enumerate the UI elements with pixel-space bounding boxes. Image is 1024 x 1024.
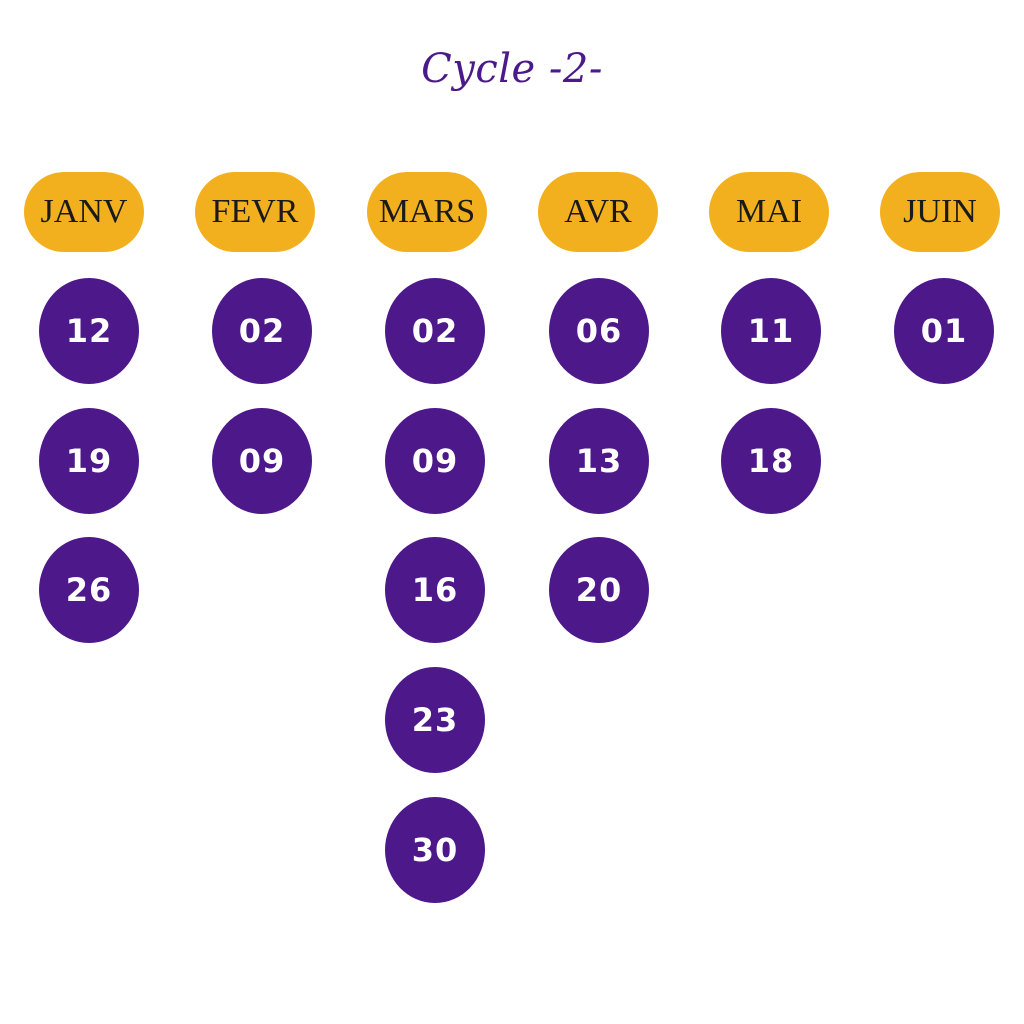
month-label-janv: JANV xyxy=(24,172,144,252)
day-badge: 13 xyxy=(549,408,649,514)
day-badge: 09 xyxy=(212,408,312,514)
day-badge: 09 xyxy=(385,408,485,514)
day-badge: 20 xyxy=(549,537,649,643)
month-label-juin: JUIN xyxy=(880,172,1000,252)
page-title: Cycle -2- xyxy=(421,46,603,92)
day-badge: 26 xyxy=(39,537,139,643)
month-label-mars: MARS xyxy=(367,172,487,252)
month-label-fevr: FEVR xyxy=(195,172,315,252)
day-badge: 06 xyxy=(549,278,649,384)
day-badge: 19 xyxy=(39,408,139,514)
day-badge: 11 xyxy=(721,278,821,384)
month-label-mai: MAI xyxy=(709,172,829,252)
day-badge: 12 xyxy=(39,278,139,384)
month-label-avr: AVR xyxy=(538,172,658,252)
day-badge: 02 xyxy=(385,278,485,384)
day-badge: 01 xyxy=(894,278,994,384)
day-badge: 30 xyxy=(385,797,485,903)
day-badge: 23 xyxy=(385,667,485,773)
day-badge: 18 xyxy=(721,408,821,514)
day-badge: 16 xyxy=(385,537,485,643)
day-badge: 02 xyxy=(212,278,312,384)
